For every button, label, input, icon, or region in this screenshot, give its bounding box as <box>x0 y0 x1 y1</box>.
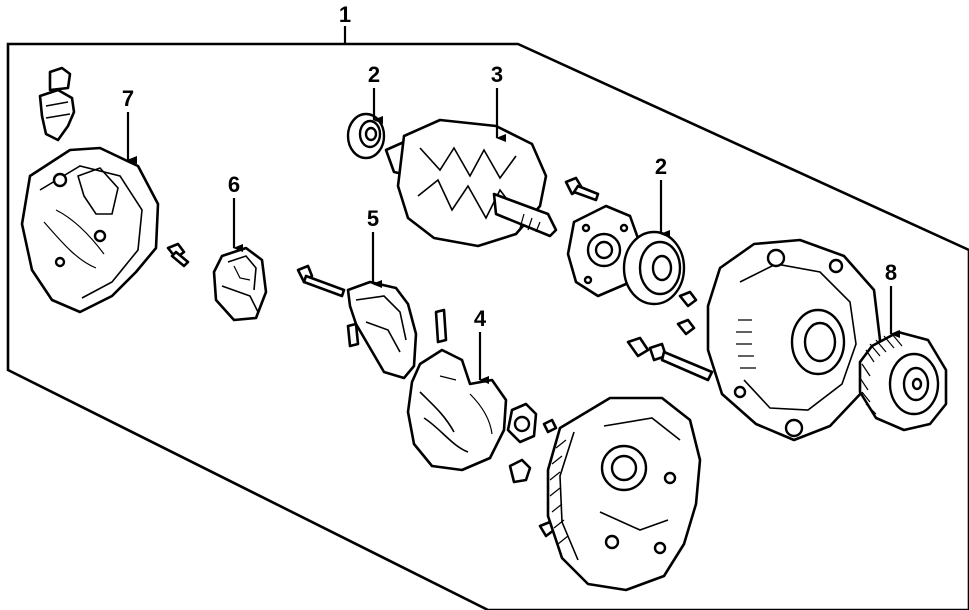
callout-5: 5 <box>367 206 382 288</box>
washer-small <box>506 402 538 444</box>
callout-2-lower: 2 <box>655 154 670 238</box>
callout-3: 3 <box>491 62 506 142</box>
assembly-frame <box>6 42 969 610</box>
bolt-front-1 <box>676 290 698 336</box>
rear-cover-part-7 <box>20 66 160 314</box>
insulator-small <box>508 458 532 484</box>
callout-1: 1 <box>339 2 351 44</box>
callout-2-upper: 2 <box>368 62 383 124</box>
bearing-front-part-2 <box>622 230 686 306</box>
bolt-part-5 <box>296 264 346 298</box>
callout-2-upper-label: 2 <box>368 62 380 87</box>
callout-6-label: 6 <box>228 172 240 197</box>
bearing-rear-part-2 <box>346 112 386 160</box>
bolt-retainer <box>564 176 600 202</box>
pulley-part-8 <box>858 330 948 432</box>
callout-3-label: 3 <box>491 62 503 87</box>
bearing-retainer-plate <box>566 204 642 298</box>
regulator-part-5 <box>346 280 418 380</box>
callout-7: 7 <box>122 86 137 164</box>
callout-8-label: 8 <box>885 260 897 285</box>
callout-6: 6 <box>228 172 243 252</box>
brush-holder-part-6 <box>212 246 268 322</box>
rotor-part-3 <box>384 118 558 248</box>
rear-frame-housing <box>546 396 702 592</box>
callout-4-label: 4 <box>474 306 487 331</box>
callout-1-label: 1 <box>339 2 351 27</box>
callout-4: 4 <box>474 306 489 384</box>
rectifier-part-4 <box>406 308 508 472</box>
bolt-small-left <box>166 242 190 268</box>
through-bolt <box>626 336 714 382</box>
callout-7-label: 7 <box>122 86 134 111</box>
front-housing <box>706 238 882 442</box>
callout-2-lower-label: 2 <box>655 154 667 179</box>
callout-5-label: 5 <box>367 206 379 231</box>
callout-8: 8 <box>885 260 900 338</box>
